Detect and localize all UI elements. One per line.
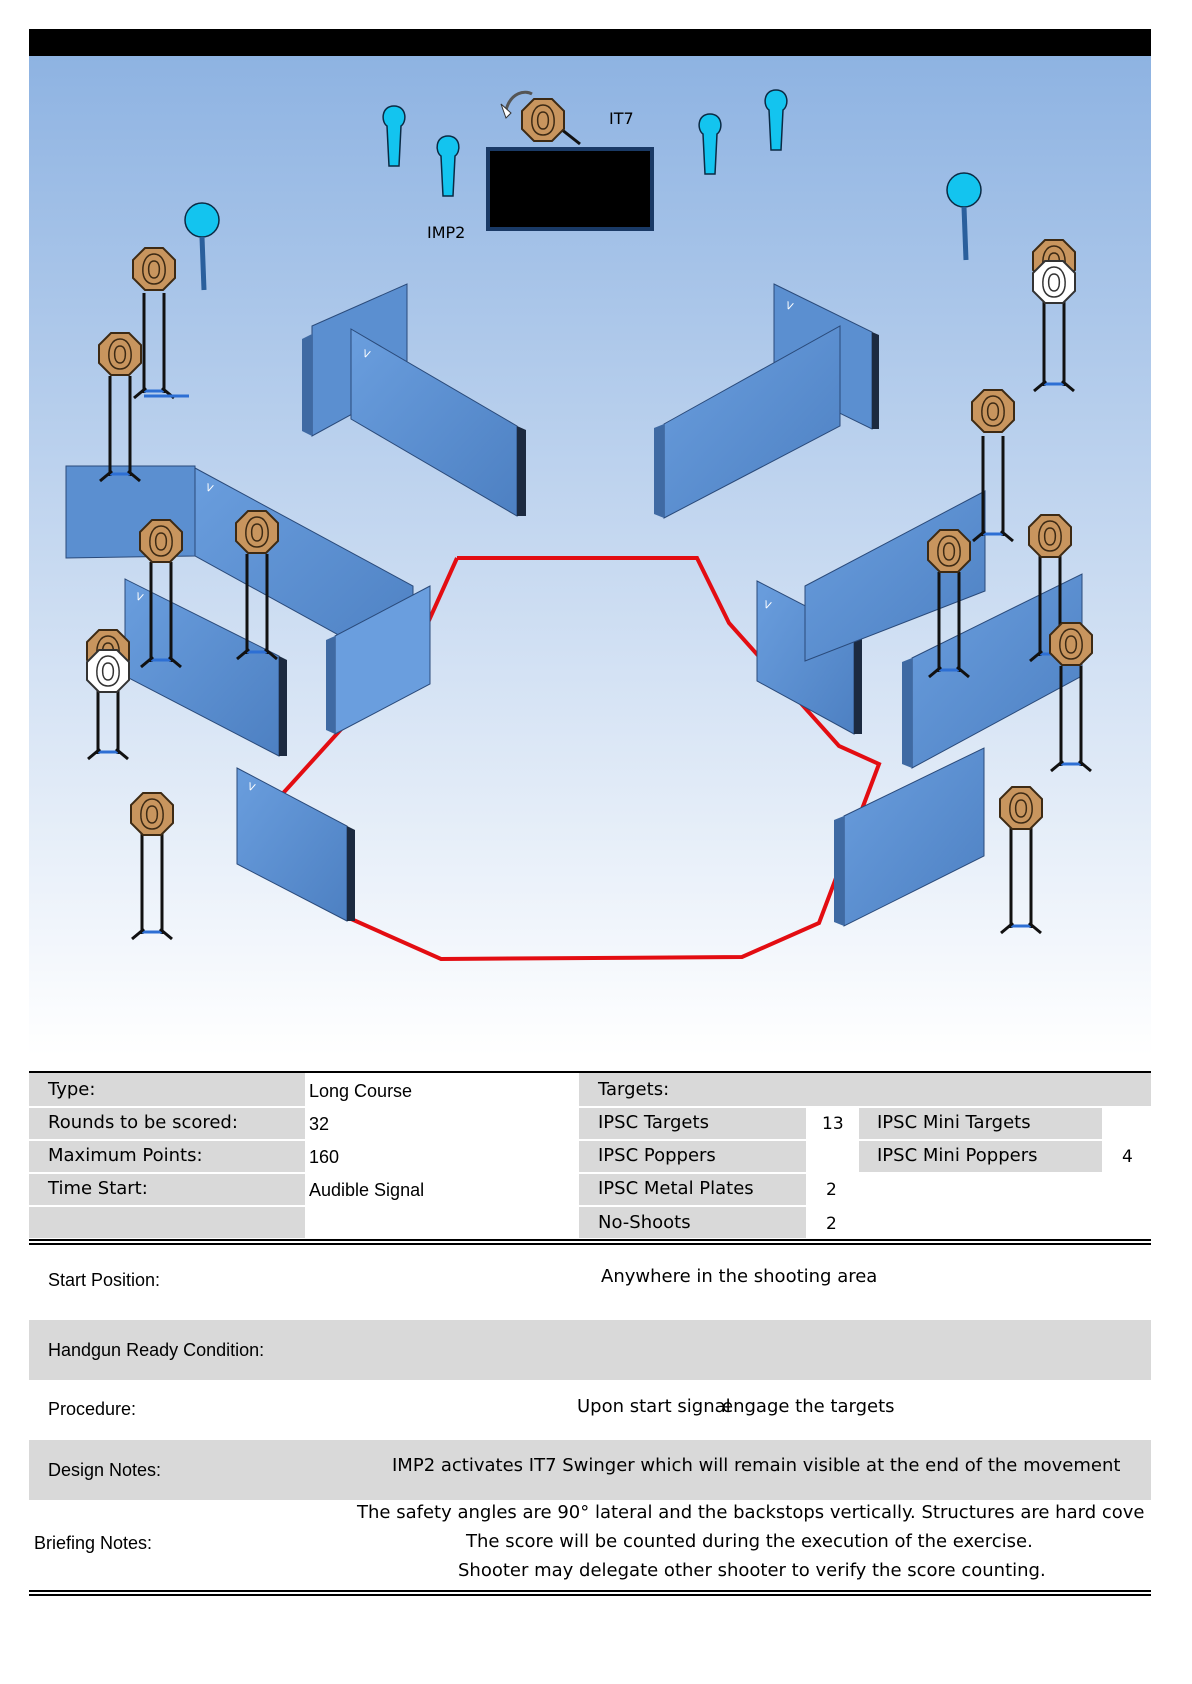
time-start-value: Audible Signal — [309, 1180, 425, 1200]
noshoots-value: 2 — [826, 1214, 837, 1234]
wall — [302, 334, 312, 436]
type-label: Type: — [48, 1079, 96, 1100]
swing-icon — [504, 90, 533, 111]
wall-mark: V — [361, 348, 371, 361]
ipsc-targets-value: 13 — [822, 1114, 844, 1134]
briefing-notes-label: Briefing Notes: — [34, 1533, 153, 1553]
ipsc-targets-label: IPSC Targets — [598, 1112, 709, 1133]
wall — [654, 424, 664, 518]
noshoots-label: No-Shoots — [598, 1212, 691, 1233]
wall — [347, 826, 355, 921]
paper-target — [927, 529, 971, 573]
stage-diagram: V V V V V V IT7 IMP2 — [29, 56, 1151, 1056]
points-label: Maximum Points: — [48, 1145, 203, 1166]
swing-arrow-icon — [500, 103, 512, 119]
mini-poppers-value: 4 — [1122, 1147, 1133, 1167]
design-notes-value: IMP2 activates IT7 Swinger which will re… — [392, 1455, 1121, 1476]
label-it7: IT7 — [609, 109, 634, 128]
ipsc-poppers-label: IPSC Poppers — [598, 1145, 716, 1166]
paper-target — [139, 519, 183, 563]
paper-target — [130, 792, 174, 836]
metal-plates-value: 2 — [826, 1180, 837, 1200]
rounds-label: Rounds to be scored: — [48, 1112, 238, 1133]
paper-target — [999, 786, 1043, 830]
wall — [854, 631, 862, 734]
briefing-note-1: The safety angles are 90° lateral and th… — [357, 1502, 1145, 1523]
wall — [902, 658, 912, 768]
paper-target — [1049, 622, 1093, 666]
design-notes-label: Design Notes: — [48, 1460, 162, 1480]
start-position-label: Start Position: — [48, 1270, 161, 1290]
procedure-value-start: Upon start signal — [577, 1396, 731, 1417]
mini-poppers-label: IPSC Mini Poppers — [877, 1145, 1038, 1166]
metal-plates-label: IPSC Metal Plates — [598, 1178, 754, 1199]
briefing-note-3: Shooter may delegate other shooter to ve… — [458, 1560, 1046, 1581]
procedure-value-engage: engage the targets — [722, 1396, 895, 1417]
points-value: 160 — [309, 1147, 340, 1167]
briefing-note-2: The score will be counted during the exe… — [466, 1531, 1033, 1552]
paper-target — [235, 510, 279, 554]
wall — [326, 636, 335, 734]
paper-target — [971, 389, 1015, 433]
no-shoot-target — [1032, 260, 1076, 304]
ready-condition-label: Handgun Ready Condition: — [48, 1340, 265, 1360]
wall — [517, 426, 526, 516]
wall-mark: V — [204, 482, 214, 495]
target-it7 — [521, 98, 565, 142]
wall — [872, 332, 879, 429]
procedure-label: Procedure: — [48, 1399, 137, 1419]
wall — [279, 656, 287, 756]
no-shoot-target — [86, 649, 130, 693]
wall-mark: V — [134, 591, 144, 604]
wall-mark: V — [784, 300, 794, 313]
paper-target — [1028, 514, 1072, 558]
rounds-value: 32 — [309, 1114, 330, 1134]
back-wall — [486, 147, 654, 231]
header-bar — [29, 29, 1151, 56]
time-start-label: Time Start: — [48, 1178, 148, 1199]
type-value: Long Course — [309, 1081, 413, 1101]
paper-target — [98, 332, 142, 376]
wall-mark: V — [762, 599, 772, 612]
label-imp2: IMP2 — [427, 223, 465, 242]
wall-mark: V — [246, 781, 256, 794]
targets-label: Targets: — [598, 1079, 670, 1100]
paper-target — [132, 247, 176, 291]
start-position-value: Anywhere in the shooting area — [601, 1266, 878, 1287]
wall — [834, 816, 844, 926]
mini-targets-label: IPSC Mini Targets — [877, 1112, 1031, 1133]
